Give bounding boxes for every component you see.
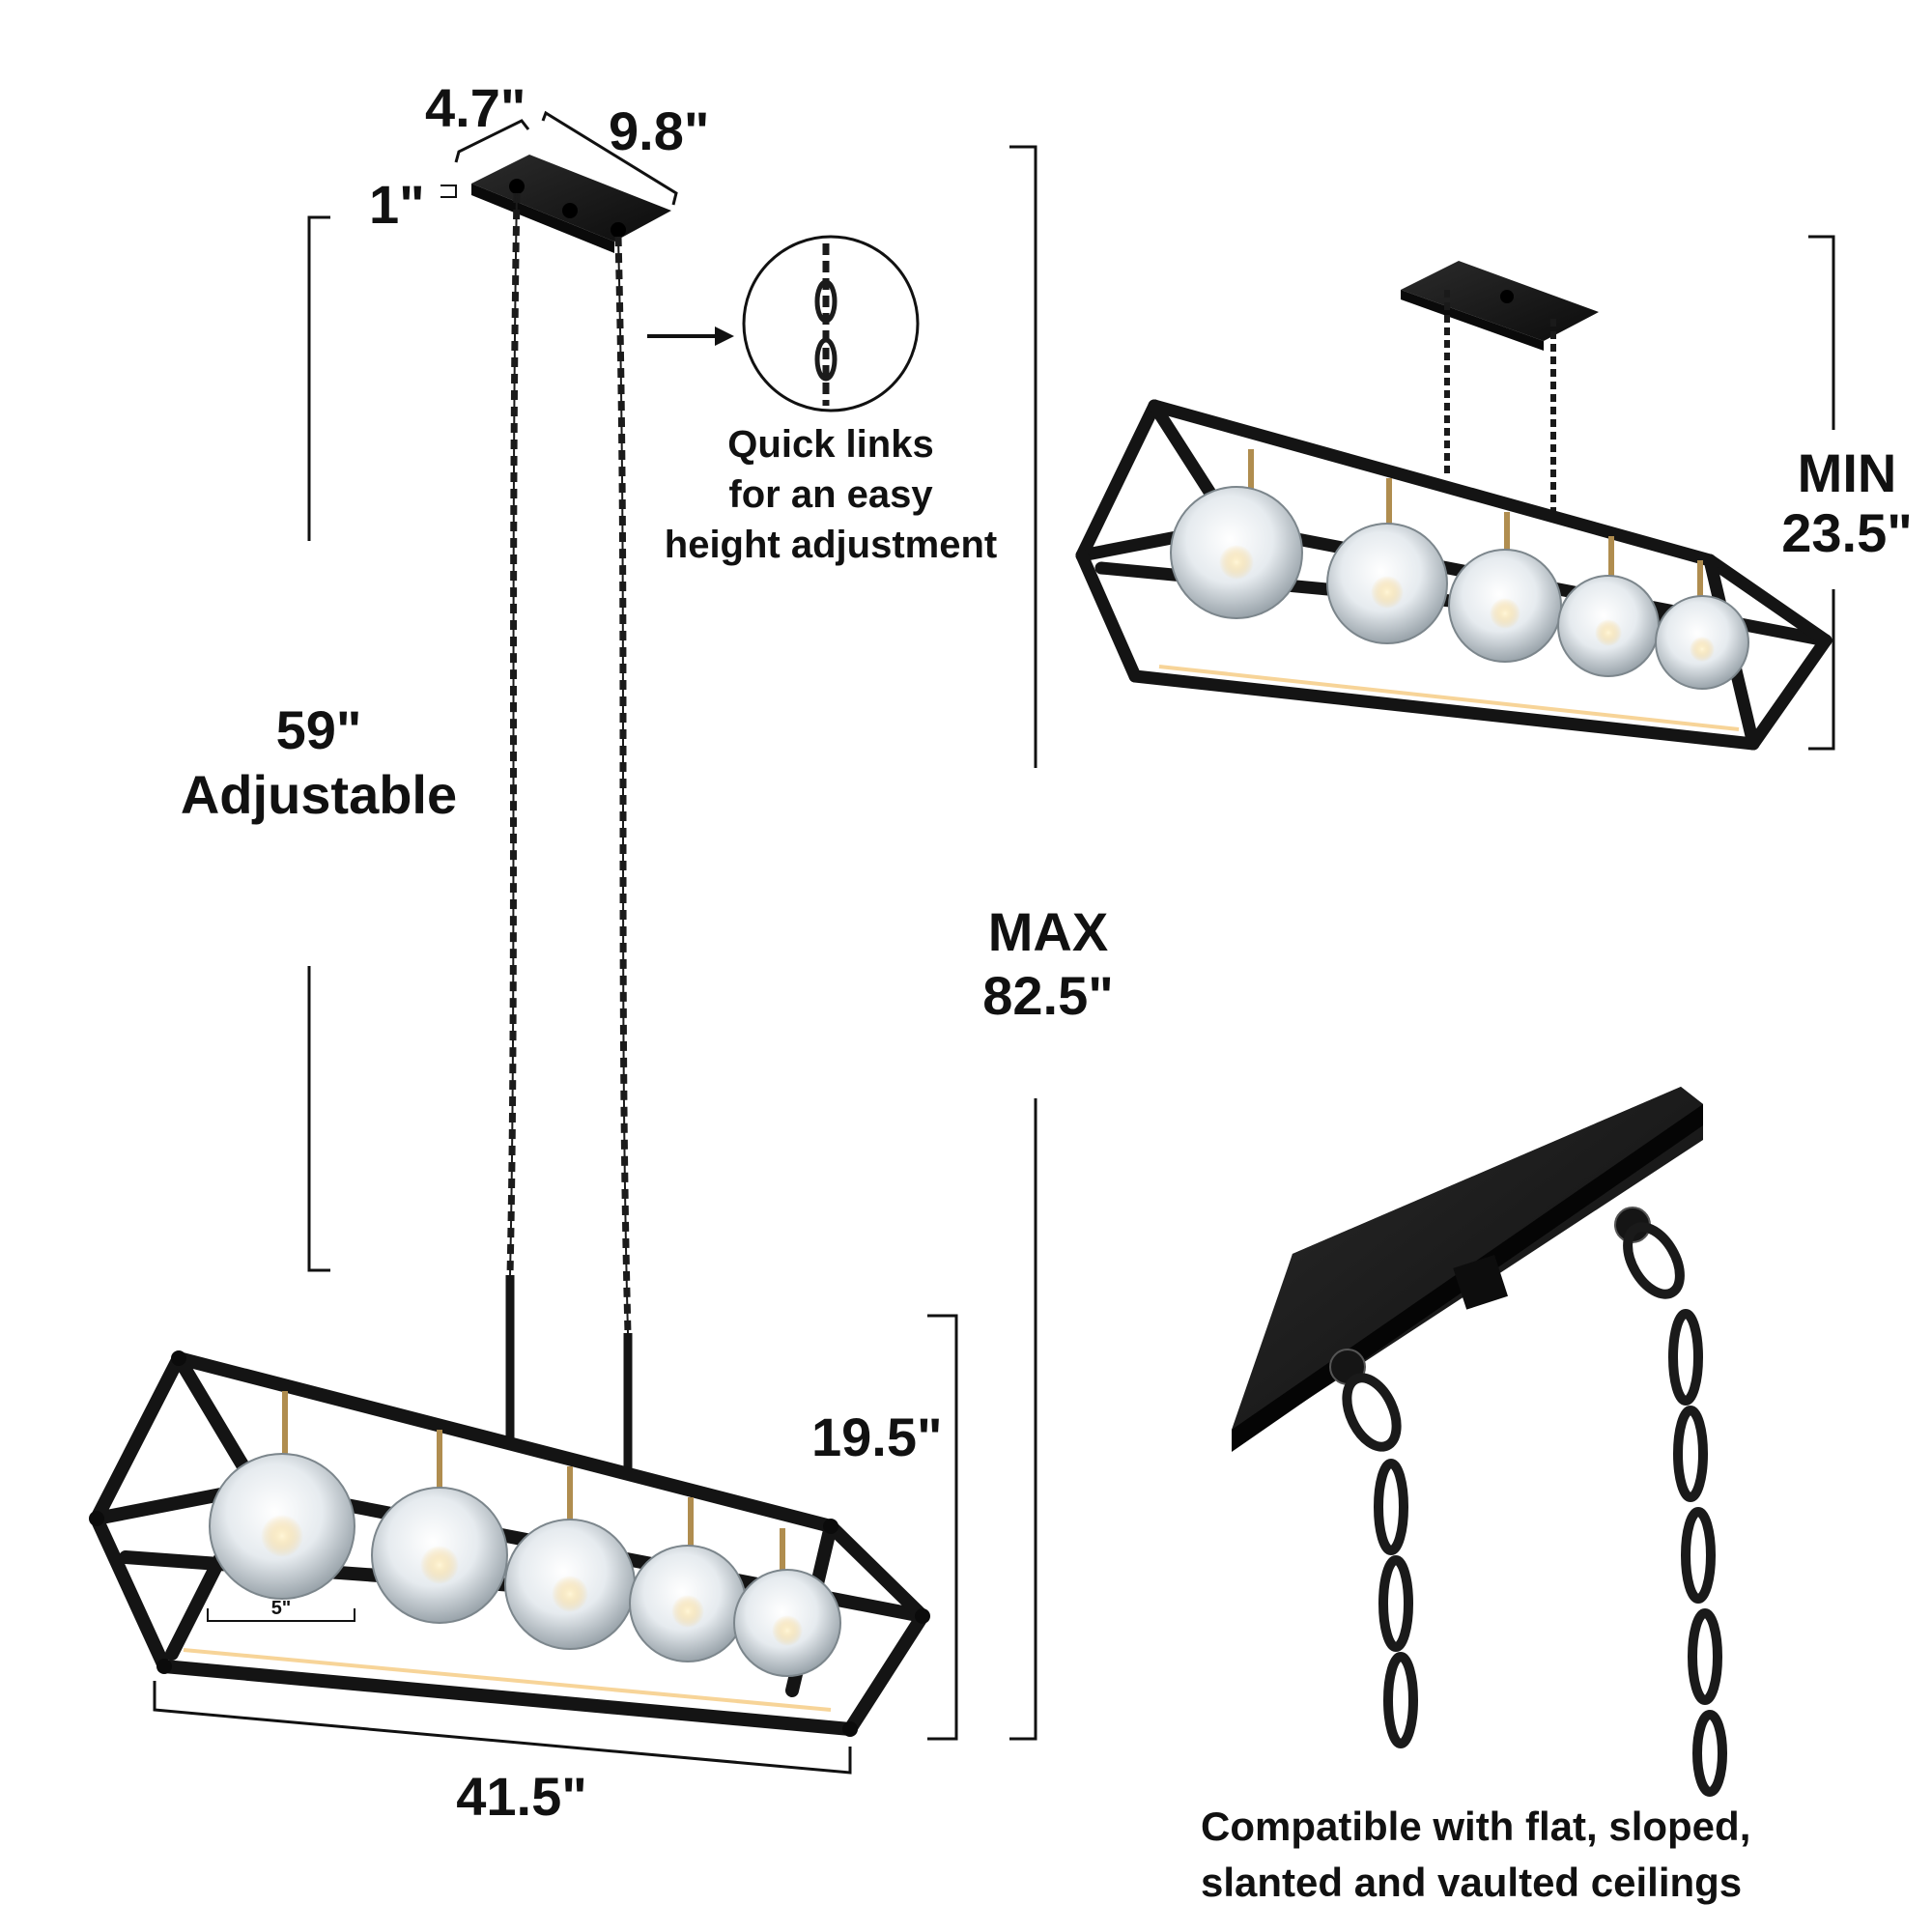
canopy-height-label: 1" bbox=[369, 174, 425, 235]
globe-lights bbox=[209, 1391, 841, 1677]
ceiling-compat-line-1: Compatible with flat, sloped, bbox=[1201, 1804, 1751, 1849]
main-fixture bbox=[89, 110, 1037, 1775]
quick-link-callout bbox=[647, 235, 920, 412]
quick-links-line-3: height adjustment bbox=[664, 524, 998, 566]
ceiling-compat-line-2: slanted and vaulted ceilings bbox=[1201, 1860, 1743, 1905]
canopy-length-label: 9.8" bbox=[609, 100, 710, 161]
canopy-closeup bbox=[1232, 1087, 1727, 1797]
globe-diameter-label: 5" bbox=[270, 1598, 292, 1619]
fixture-height-label: 19.5" bbox=[811, 1406, 943, 1467]
quick-links-line-2: for an easy bbox=[728, 473, 933, 516]
max-value: 82.5" bbox=[982, 965, 1114, 1026]
min-value: 23.5" bbox=[1781, 502, 1913, 563]
chain-adjustable-label: Adjustable bbox=[180, 764, 458, 825]
cage-frame bbox=[90, 1351, 929, 1736]
max-label: MAX bbox=[987, 901, 1109, 962]
fixture-length-label: 41.5" bbox=[456, 1766, 587, 1827]
chain-zoom-circle bbox=[742, 235, 920, 412]
quick-links-line-1: Quick links bbox=[727, 423, 934, 466]
min-label: MIN bbox=[1797, 442, 1897, 503]
canopy-plate bbox=[471, 155, 671, 242]
chain-length-label: 59" bbox=[275, 699, 362, 760]
min-height-fixture bbox=[1075, 235, 1835, 751]
chains bbox=[506, 192, 632, 1334]
dimension-lines bbox=[153, 110, 1037, 1775]
canopy-width-label: 4.7" bbox=[425, 77, 526, 138]
